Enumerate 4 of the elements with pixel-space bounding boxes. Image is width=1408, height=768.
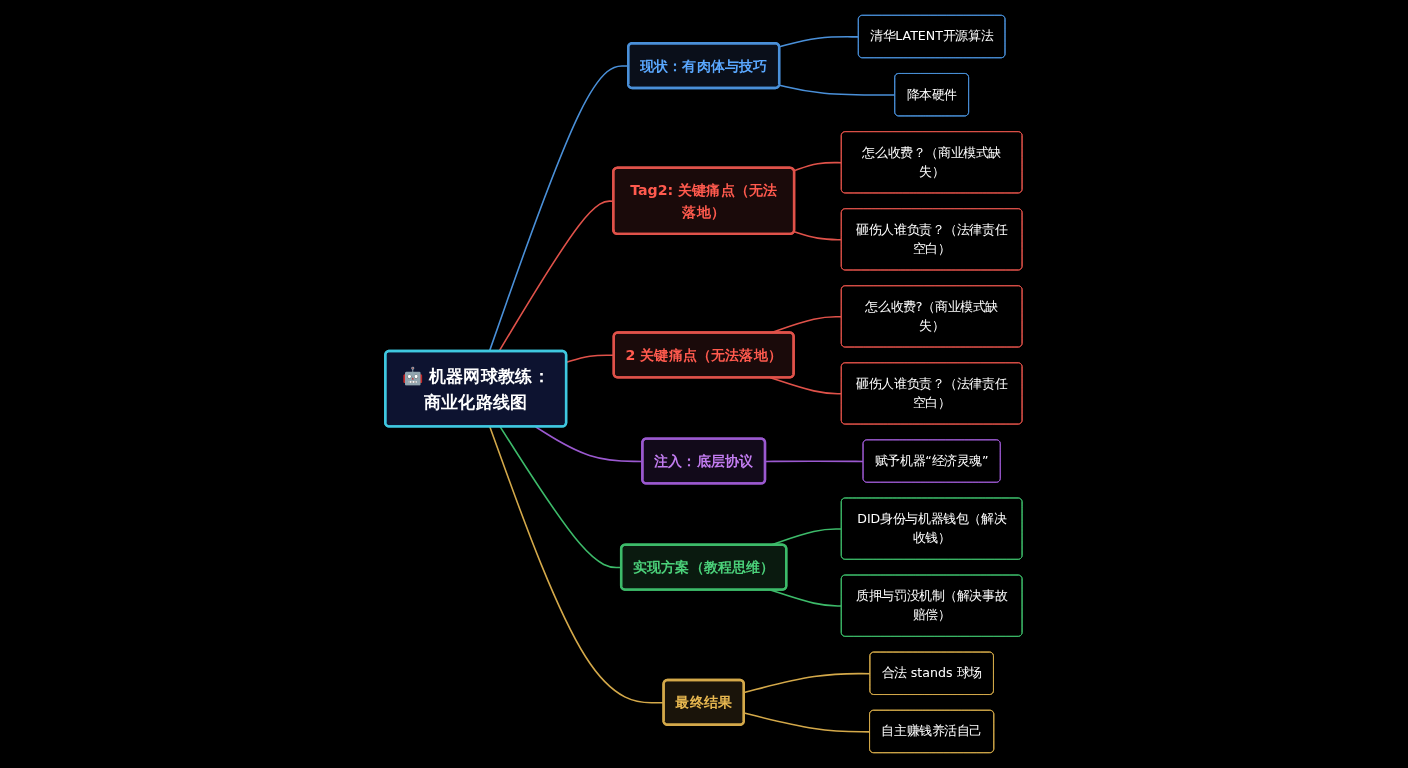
connector bbox=[793, 161, 843, 172]
connector bbox=[779, 84, 897, 96]
connector bbox=[793, 230, 843, 241]
connector bbox=[779, 36, 860, 48]
